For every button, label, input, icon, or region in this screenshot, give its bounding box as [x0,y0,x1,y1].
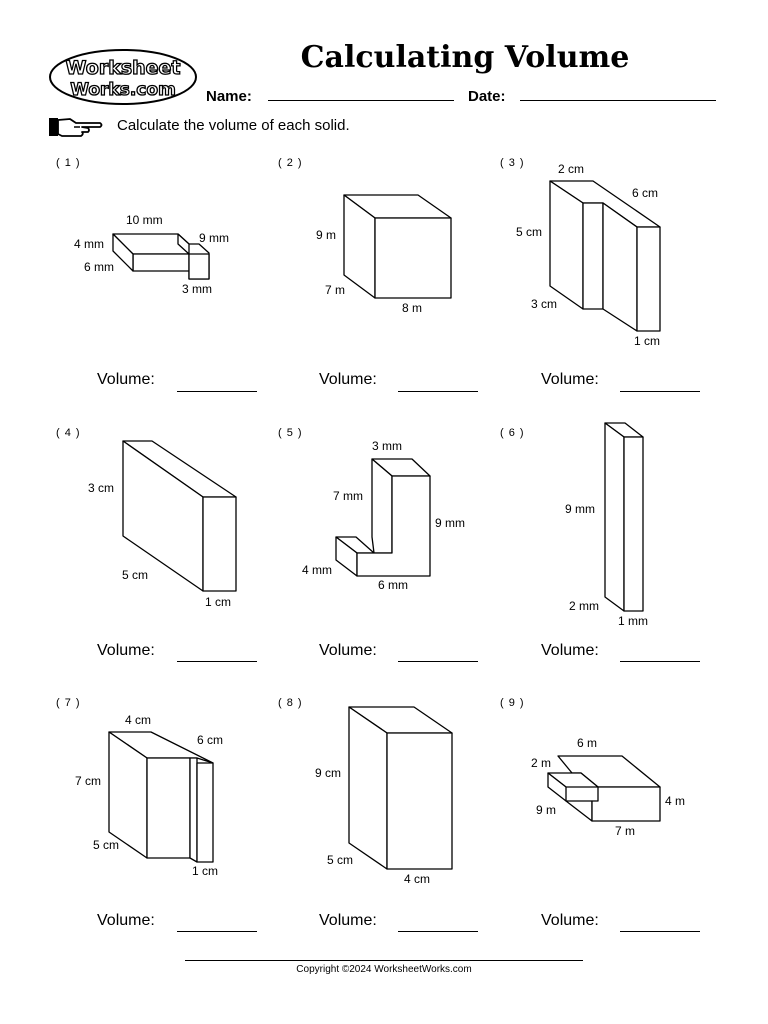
solid-8 [348,706,453,870]
dim-8-b: 5 cm [327,853,353,867]
dim-4-a: 3 cm [88,481,114,495]
dim-9-d: 4 m [665,794,685,808]
volume-label-1: Volume: [97,371,155,388]
dim-6-c: 1 mm [618,614,648,628]
volume-label-7: Volume: [97,912,155,929]
solid-2 [343,194,452,299]
dim-9-b: 2 m [531,756,551,770]
problem-3-number: ( 3 ) [500,157,525,169]
page-title: Calculating Volume [300,40,630,75]
problem-1-number: ( 1 ) [56,157,81,169]
date-label: Date: [468,88,506,105]
solid-9 [547,755,661,822]
dim-6-a: 9 mm [565,502,595,516]
dim-2-b: 7 m [325,283,345,297]
volume-answer-2[interactable] [398,391,478,392]
dim-3-d: 3 cm [531,297,557,311]
dim-9-a: 6 m [577,736,597,750]
solid-3 [549,180,661,332]
dim-9-e: 7 m [615,824,635,838]
volume-answer-7[interactable] [177,931,257,932]
dim-3-a: 2 cm [558,162,584,176]
dim-7-b: 6 cm [197,733,223,747]
dim-1-b: 9 mm [199,231,229,245]
solid-7 [108,731,214,863]
volume-label-3: Volume: [541,371,599,388]
volume-label-5: Volume: [319,642,377,659]
dim-5-a: 3 mm [372,439,402,453]
date-field[interactable] [520,100,716,101]
dim-4-c: 1 cm [205,595,231,609]
volume-label-2: Volume: [319,371,377,388]
volume-answer-9[interactable] [620,931,700,932]
dim-1-d: 6 mm [84,260,114,274]
volume-answer-1[interactable] [177,391,257,392]
problem-6-number: ( 6 ) [500,427,525,439]
dim-5-c: 9 mm [435,516,465,530]
volume-answer-3[interactable] [620,391,700,392]
volume-label-8: Volume: [319,912,377,929]
footer-divider [185,960,583,961]
dim-5-b: 7 mm [333,489,363,503]
solid-4 [122,440,237,592]
dim-7-d: 5 cm [93,838,119,852]
dim-2-c: 8 m [402,301,422,315]
dim-8-c: 4 cm [404,872,430,886]
problem-4-number: ( 4 ) [56,427,81,439]
solid-1 [112,233,210,280]
name-field[interactable] [268,100,454,101]
volume-answer-4[interactable] [177,661,257,662]
problem-9-number: ( 9 ) [500,697,525,709]
dim-7-a: 4 cm [125,713,151,727]
solid-6 [604,422,644,612]
worksheetworks-logo: Worksheet Works.com [49,49,197,105]
volume-label-4: Volume: [97,642,155,659]
name-label: Name: [206,88,252,105]
logo-line1: Worksheet [65,57,180,79]
dim-1-e: 3 mm [182,282,212,296]
volume-answer-8[interactable] [398,931,478,932]
problem-8-number: ( 8 ) [278,697,303,709]
problem-2-number: ( 2 ) [278,157,303,169]
volume-label-6: Volume: [541,642,599,659]
dim-7-e: 1 cm [192,864,218,878]
instruction-text: Calculate the volume of each solid. [117,117,350,134]
dim-1-a: 10 mm [126,213,163,227]
pointing-hand-icon [49,118,103,137]
dim-3-c: 5 cm [516,225,542,239]
dim-4-b: 5 cm [122,568,148,582]
volume-answer-6[interactable] [620,661,700,662]
dim-3-b: 6 cm [632,186,658,200]
dim-3-e: 1 cm [634,334,660,348]
dim-2-a: 9 m [316,228,336,242]
dim-1-c: 4 mm [74,237,104,251]
dim-9-c: 9 m [536,803,556,817]
dim-6-b: 2 mm [569,599,599,613]
solid-5 [335,458,431,577]
volume-label-9: Volume: [541,912,599,929]
dim-5-e: 6 mm [378,578,408,592]
volume-answer-5[interactable] [398,661,478,662]
problem-7-number: ( 7 ) [56,697,81,709]
logo-line2: Works.com [70,80,176,100]
problem-5-number: ( 5 ) [278,427,303,439]
dim-5-d: 4 mm [302,563,332,577]
dim-7-c: 7 cm [75,774,101,788]
copyright-text: Copyright ©2024 WorksheetWorks.com [296,964,472,975]
dim-8-a: 9 cm [315,766,341,780]
